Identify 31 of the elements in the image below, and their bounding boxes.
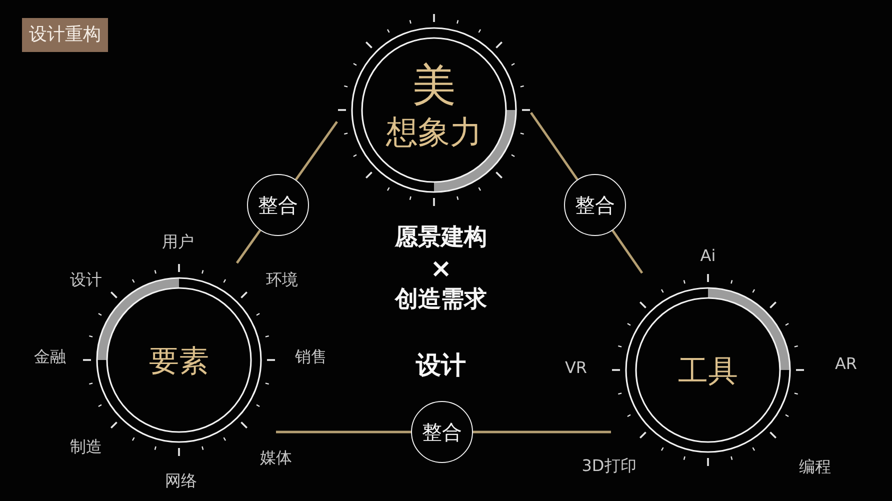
connector-line (612, 230, 644, 274)
circle-label: 整合 (422, 422, 462, 442)
connector-line (276, 430, 411, 434)
dial-title: 美 (412, 64, 456, 108)
dial-label: 销售 (295, 349, 327, 365)
dial-title: 要素 (149, 347, 209, 377)
circle-label: 整合 (258, 195, 298, 215)
circle-label: 整合 (575, 195, 615, 215)
dial-label: VR (564, 360, 588, 376)
dial-label: 环境 (266, 272, 298, 288)
dial-label: Ai (700, 248, 716, 264)
dial-label: 设计 (70, 272, 102, 288)
dial-label: 媒体 (260, 450, 292, 466)
dial-subtitle: 想象力 (386, 116, 482, 148)
connector-line (294, 120, 338, 180)
dial-title: 工具 (678, 357, 738, 387)
center-text: × (430, 256, 452, 282)
center-text: 设计 (416, 352, 466, 378)
center-text: 创造需求 (395, 288, 487, 312)
dial-label: 网络 (165, 473, 197, 489)
dial-label: 用户 (162, 234, 194, 250)
connector-line (530, 112, 578, 180)
section-tag: 设计重构 (22, 18, 108, 52)
dial-label: 3D打印 (582, 458, 636, 474)
dial-label: 编程 (799, 459, 831, 475)
center-text: 愿景建构 (395, 226, 487, 250)
connector-line (236, 230, 262, 264)
connector-line (473, 430, 611, 434)
dial-label: AR (834, 356, 858, 372)
dial-label: 制造 (70, 439, 102, 455)
dial-label: 金融 (34, 349, 66, 365)
